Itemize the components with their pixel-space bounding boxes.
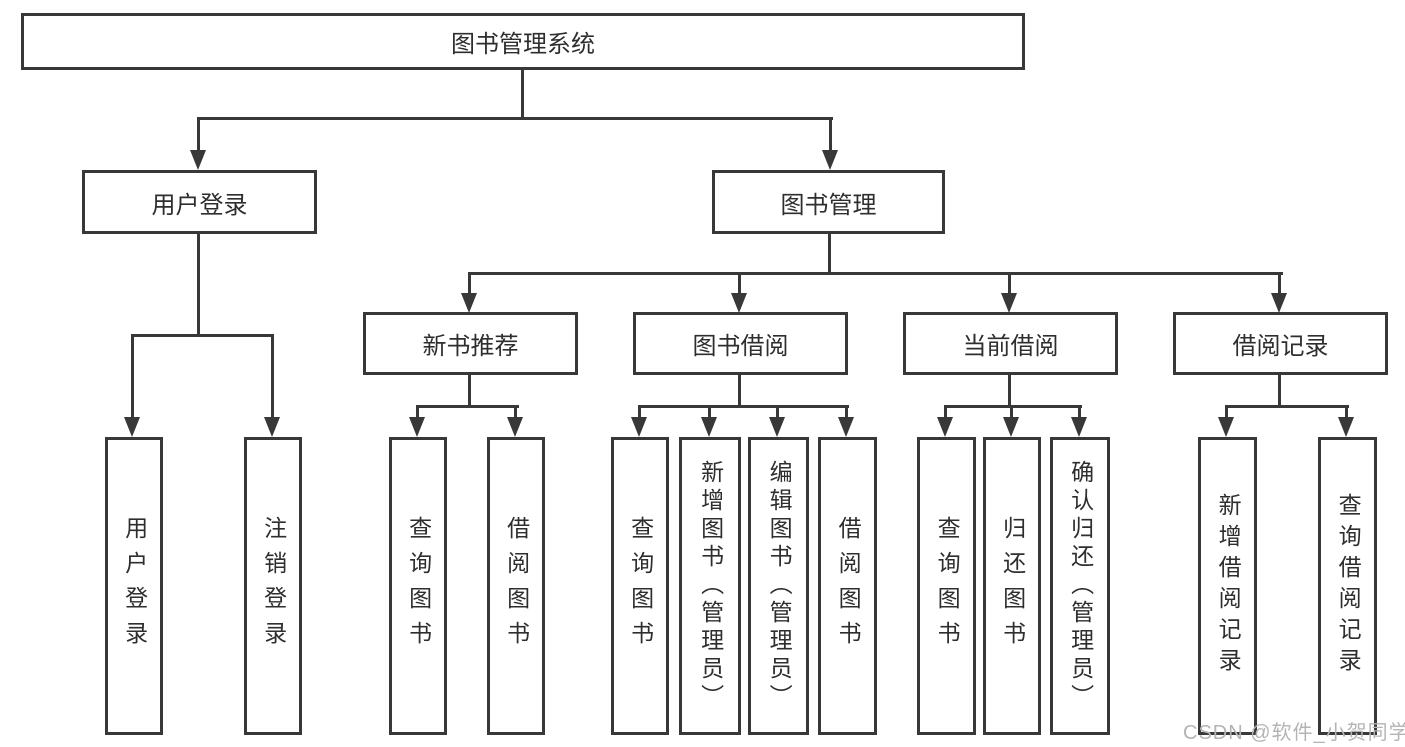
leaf-current-return-books: 归还图书 — [983, 437, 1041, 735]
arrow-down-icon — [1338, 417, 1354, 437]
connector-current-stem — [1008, 374, 1011, 407]
leaf-current-confirm-return-admin: 确认归还（管理员） — [1050, 437, 1110, 735]
node-book-management: 图书管理 — [712, 170, 945, 234]
connector-stub — [1078, 407, 1081, 419]
arrow-down-icon — [631, 417, 647, 437]
connector-borrow-branch — [638, 405, 849, 408]
connector-stub — [829, 118, 832, 152]
arrow-down-icon — [838, 417, 854, 437]
node-user-login: 用户登录 — [82, 170, 317, 234]
node-book-borrow: 图书借阅 — [633, 312, 848, 375]
connector-stub — [514, 407, 517, 419]
csdn-watermark: CSDN @软件_小贺同学 — [1183, 722, 1405, 744]
arrow-down-icon — [822, 150, 838, 170]
arrow-down-icon — [190, 150, 206, 170]
connector-stub — [738, 274, 741, 295]
arrow-down-icon — [769, 417, 785, 437]
connector-borrow-stem — [738, 374, 741, 407]
connector-stub — [197, 118, 200, 152]
connector-stub — [708, 407, 711, 419]
node-new-book-recommend: 新书推荐 — [363, 312, 578, 375]
connector-records-stem — [1278, 374, 1281, 407]
connector-stub — [1225, 407, 1228, 419]
arrow-down-icon — [1071, 417, 1087, 437]
connector-stub — [845, 407, 848, 419]
leaf-borrow-query-books: 查询图书 — [611, 437, 669, 735]
arrow-down-icon — [1001, 293, 1017, 313]
connector-stub — [1010, 407, 1013, 419]
connector-stub — [1345, 407, 1348, 419]
leaf-borrow-edit-books-admin: 编辑图书（管理员） — [748, 437, 809, 735]
arrow-down-icon — [264, 417, 280, 437]
arrow-down-icon — [1271, 293, 1287, 313]
arrow-down-icon — [461, 293, 477, 313]
arrow-down-icon — [507, 417, 523, 437]
arrow-down-icon — [409, 417, 425, 437]
connector-root-branch — [197, 117, 833, 120]
connector-stub — [638, 407, 641, 419]
leaf-borrow-borrow-books: 借阅图书 — [818, 437, 877, 735]
connector-bookmgmt-stem — [828, 233, 831, 274]
arrow-down-icon — [124, 417, 140, 437]
arrow-down-icon — [1003, 417, 1019, 437]
connector-stub — [944, 407, 947, 419]
leaf-borrow-add-books-admin: 新增图书（管理员） — [679, 437, 741, 735]
node-current-borrow: 当前借阅 — [903, 312, 1118, 375]
leaf-user-login: 用户登录 — [105, 437, 163, 735]
connector-current-branch — [944, 405, 1082, 408]
arrow-down-icon — [701, 417, 717, 437]
leaf-current-query-books: 查询图书 — [917, 437, 976, 735]
leaf-newbook-borrow-books: 借阅图书 — [487, 437, 545, 735]
leaf-newbook-query-books: 查询图书 — [389, 437, 447, 735]
node-root: 图书管理系统 — [21, 13, 1025, 70]
connector-stub — [776, 407, 779, 419]
arrow-down-icon — [937, 417, 953, 437]
connector-root-stem — [521, 70, 524, 119]
leaf-records-add-borrow-record: 新增借阅记录 — [1198, 437, 1257, 735]
arrow-down-icon — [731, 293, 747, 313]
node-borrow-records: 借阅记录 — [1173, 312, 1388, 375]
leaf-logout-login: 注销登录 — [244, 437, 302, 735]
connector-userlogin-branch — [131, 334, 274, 337]
connector-stub — [468, 274, 471, 295]
connector-newbook-stem — [468, 374, 471, 407]
connector-stub — [1278, 274, 1281, 295]
connector-records-branch — [1225, 405, 1349, 408]
connector-newbook-branch — [416, 405, 519, 408]
connector-userlogin-stem — [197, 233, 200, 336]
connector-stub — [416, 407, 419, 419]
leaf-records-query-borrow-record: 查询借阅记录 — [1318, 437, 1377, 735]
connector-stub — [131, 336, 134, 419]
connector-stub — [1008, 274, 1011, 295]
arrow-down-icon — [1218, 417, 1234, 437]
connector-bookmgmt-branch — [468, 272, 1283, 275]
connector-stub — [271, 336, 274, 419]
